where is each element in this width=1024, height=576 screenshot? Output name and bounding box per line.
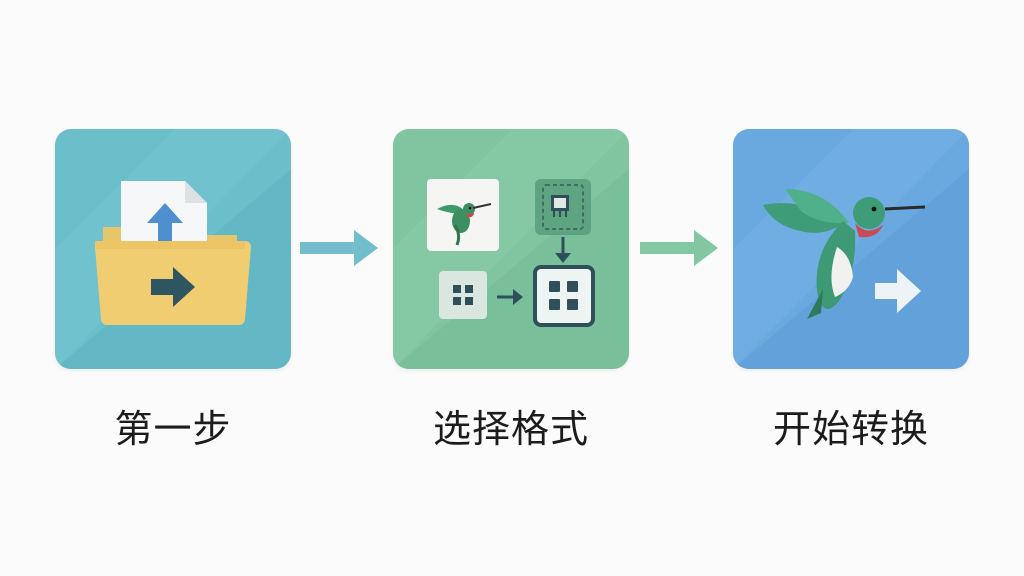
flow-arrow-1 bbox=[300, 230, 378, 266]
step-2-label: 选择格式 bbox=[432, 407, 589, 451]
step-3-tile bbox=[733, 129, 969, 369]
step-2-tile bbox=[393, 129, 629, 369]
arrow-right-icon bbox=[640, 230, 718, 266]
small-hummingbird-icon bbox=[437, 203, 492, 246]
arrow-right-icon bbox=[300, 230, 378, 266]
format-select-icon bbox=[427, 179, 595, 327]
step-1-tile bbox=[55, 129, 291, 369]
step-1-label: 第一步 bbox=[114, 407, 232, 451]
flow-arrow-2 bbox=[640, 230, 718, 266]
folder-upload-icon bbox=[95, 181, 251, 325]
step-3-label: 开始转换 bbox=[772, 407, 929, 451]
hummingbird-convert-icon bbox=[763, 189, 926, 319]
